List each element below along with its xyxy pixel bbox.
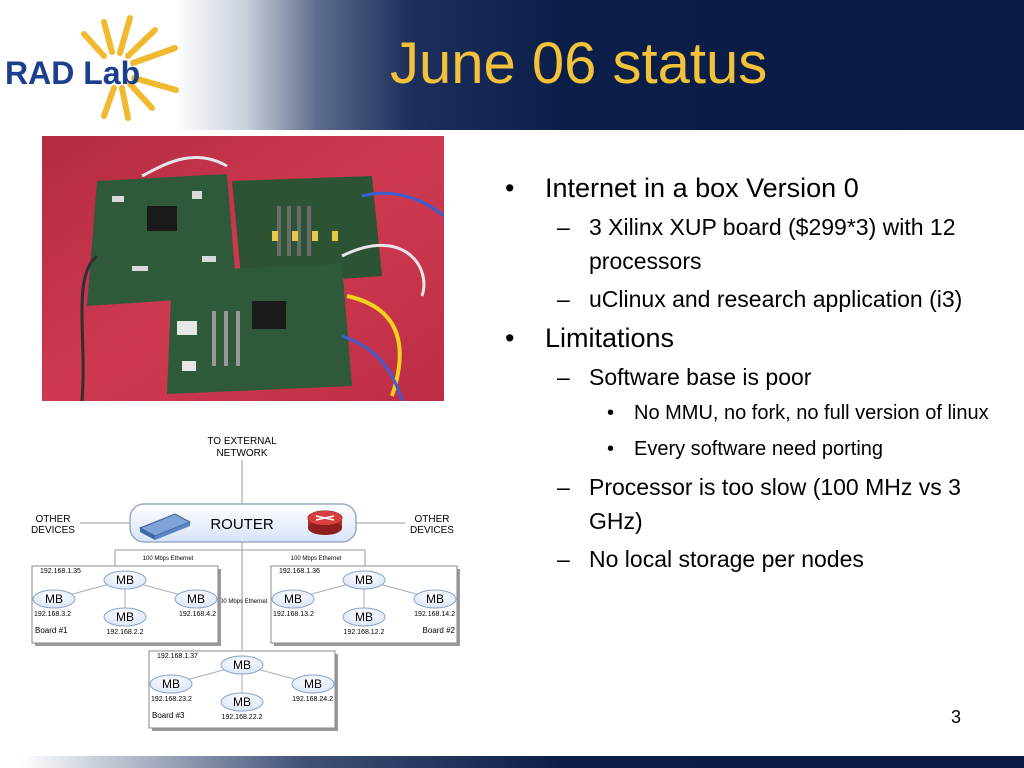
- bullet-text: 3 Xilinx XUP board ($299*3) with 12 proc…: [589, 214, 956, 274]
- bullet-text: No local storage per nodes: [589, 546, 864, 572]
- ip-bottom: 192.168.22.2: [222, 714, 263, 721]
- rad-lab-logo: RAD Lab: [5, 15, 179, 121]
- mb-node-top: MB: [342, 570, 386, 590]
- bullet-text: Software base is poor: [589, 364, 812, 390]
- bullet-level-3: • No MMU, no fork, no full version of lin…: [505, 398, 1005, 428]
- dash-marker: –: [557, 474, 570, 500]
- bullet-marker: •: [607, 438, 615, 460]
- router-label: ROUTER: [210, 516, 274, 533]
- slide-header: RAD Lab June 06 status: [0, 0, 1024, 130]
- bullet-level-1: • Limitations: [505, 320, 1005, 356]
- mb-label: MB: [45, 592, 63, 606]
- external-network-label-2: NETWORK: [216, 448, 267, 459]
- bullet-level-2: –uClinux and research application (i3): [505, 282, 1005, 316]
- board-1: MB MB MB MB 192.168.1.35 192.168.3.2 192.168.4…: [31, 565, 221, 646]
- ip-bottom: 192.168.2.2: [107, 629, 144, 636]
- ip-top: 192.168.1.36: [279, 568, 320, 575]
- external-network-label-1: TO EXTERNAL: [207, 436, 277, 447]
- mb-node-left: MB: [271, 589, 315, 609]
- switch-icon: [138, 513, 192, 540]
- dash-marker: –: [557, 286, 570, 312]
- logo-text: RAD Lab: [5, 55, 140, 91]
- link-left-label: 100 Mbps Ethernet: [143, 556, 194, 562]
- ip-right: 192.168.24.2: [292, 696, 333, 703]
- other-devices-right-2: DEVICES: [410, 525, 454, 536]
- mb-label: MB: [355, 573, 373, 587]
- ip-right: 192.168.14.2: [414, 611, 455, 618]
- mb-label: MB: [162, 677, 180, 691]
- bullet-marker: •: [505, 173, 515, 203]
- bullet-level-3: • Every software need porting: [505, 434, 1005, 464]
- link-middle-label: 100 Mbps Ethernet: [217, 599, 268, 605]
- bullet-level-2: –No local storage per nodes: [505, 542, 1005, 576]
- board-3: MB MB MB MB 192.168.1.37 192.168.23.2 192.168.…: [148, 650, 338, 731]
- board-name: Board #3: [152, 711, 185, 720]
- mb-node-bottom: MB: [220, 692, 264, 712]
- mb-label: MB: [284, 592, 302, 606]
- dash-marker: –: [557, 214, 570, 240]
- slide-title: June 06 status: [390, 31, 768, 96]
- mb-label: MB: [304, 677, 322, 691]
- mb-node-top: MB: [103, 570, 147, 590]
- link-right-label: 100 Mbps Ethernet: [291, 556, 342, 562]
- mb-node-bottom: MB: [342, 607, 386, 627]
- mb-label: MB: [233, 658, 251, 672]
- board-name: Board #2: [423, 626, 456, 635]
- slide-footer: [0, 756, 1024, 768]
- ip-top: 192.168.1.35: [40, 568, 81, 575]
- dash-marker: –: [557, 364, 570, 390]
- ip-top: 192.168.1.37: [157, 653, 198, 660]
- mb-node-top: MB: [220, 655, 264, 675]
- router: ROUTER: [129, 503, 357, 543]
- board-name: Board #1: [35, 626, 68, 635]
- bullet-marker: •: [607, 402, 615, 424]
- page-number: 3: [951, 707, 962, 727]
- other-devices-left-1: OTHER: [36, 514, 71, 525]
- bullet-level-1: • Internet in a box Version 0: [505, 170, 1005, 206]
- ip-left: 192.168.13.2: [273, 611, 314, 618]
- mb-label: MB: [116, 573, 134, 587]
- ip-right: 192.168.4.2: [179, 611, 216, 618]
- ip-bottom: 192.168.12.2: [344, 629, 385, 636]
- mb-label: MB: [116, 610, 134, 624]
- mb-node-bottom: MB: [103, 607, 147, 627]
- ip-left: 192.168.3.2: [34, 611, 71, 618]
- mb-node-right: MB: [413, 589, 457, 609]
- mb-node-right: MB: [291, 674, 335, 694]
- network-diagram: TO EXTERNAL NETWORK OTHER DEVICES OTHER …: [31, 436, 460, 731]
- mb-node-left: MB: [149, 674, 193, 694]
- boards-photo: [42, 136, 444, 401]
- mb-label: MB: [233, 695, 251, 709]
- mb-label: MB: [187, 592, 205, 606]
- bullet-text: Processor is too slow (100 MHz vs 3 GHz): [589, 474, 961, 534]
- bullet-text: Every software need porting: [634, 438, 884, 460]
- mb-node-left: MB: [32, 589, 76, 609]
- bullet-level-2: –Software base is poor: [505, 360, 1005, 394]
- router-icon: [307, 510, 343, 535]
- mb-label: MB: [426, 592, 444, 606]
- other-devices-left-2: DEVICES: [31, 525, 75, 536]
- bullet-text: No MMU, no fork, no full version of linu…: [634, 402, 989, 424]
- bullet-marker: •: [505, 323, 515, 353]
- board-2: MB MB MB MB 192.168.1.36 192.168.13.2 192.168.…: [270, 565, 460, 646]
- mb-node-right: MB: [174, 589, 218, 609]
- bullet-text: Internet in a box Version 0: [545, 173, 859, 203]
- ip-left: 192.168.23.2: [151, 696, 192, 703]
- bullet-text: Limitations: [545, 323, 675, 353]
- dash-marker: –: [557, 546, 570, 572]
- bullet-level-2: –3 Xilinx XUP board ($299*3) with 12 pro…: [505, 210, 1005, 278]
- other-devices-right-1: OTHER: [415, 514, 450, 525]
- bullet-level-2: –Processor is too slow (100 MHz vs 3 GHz…: [505, 470, 1005, 538]
- mb-label: MB: [355, 610, 373, 624]
- bullet-text: uClinux and research application (i3): [589, 286, 963, 312]
- bullet-list: •Internet in a box Version 0–3 Xilinx XU…: [505, 170, 1005, 580]
